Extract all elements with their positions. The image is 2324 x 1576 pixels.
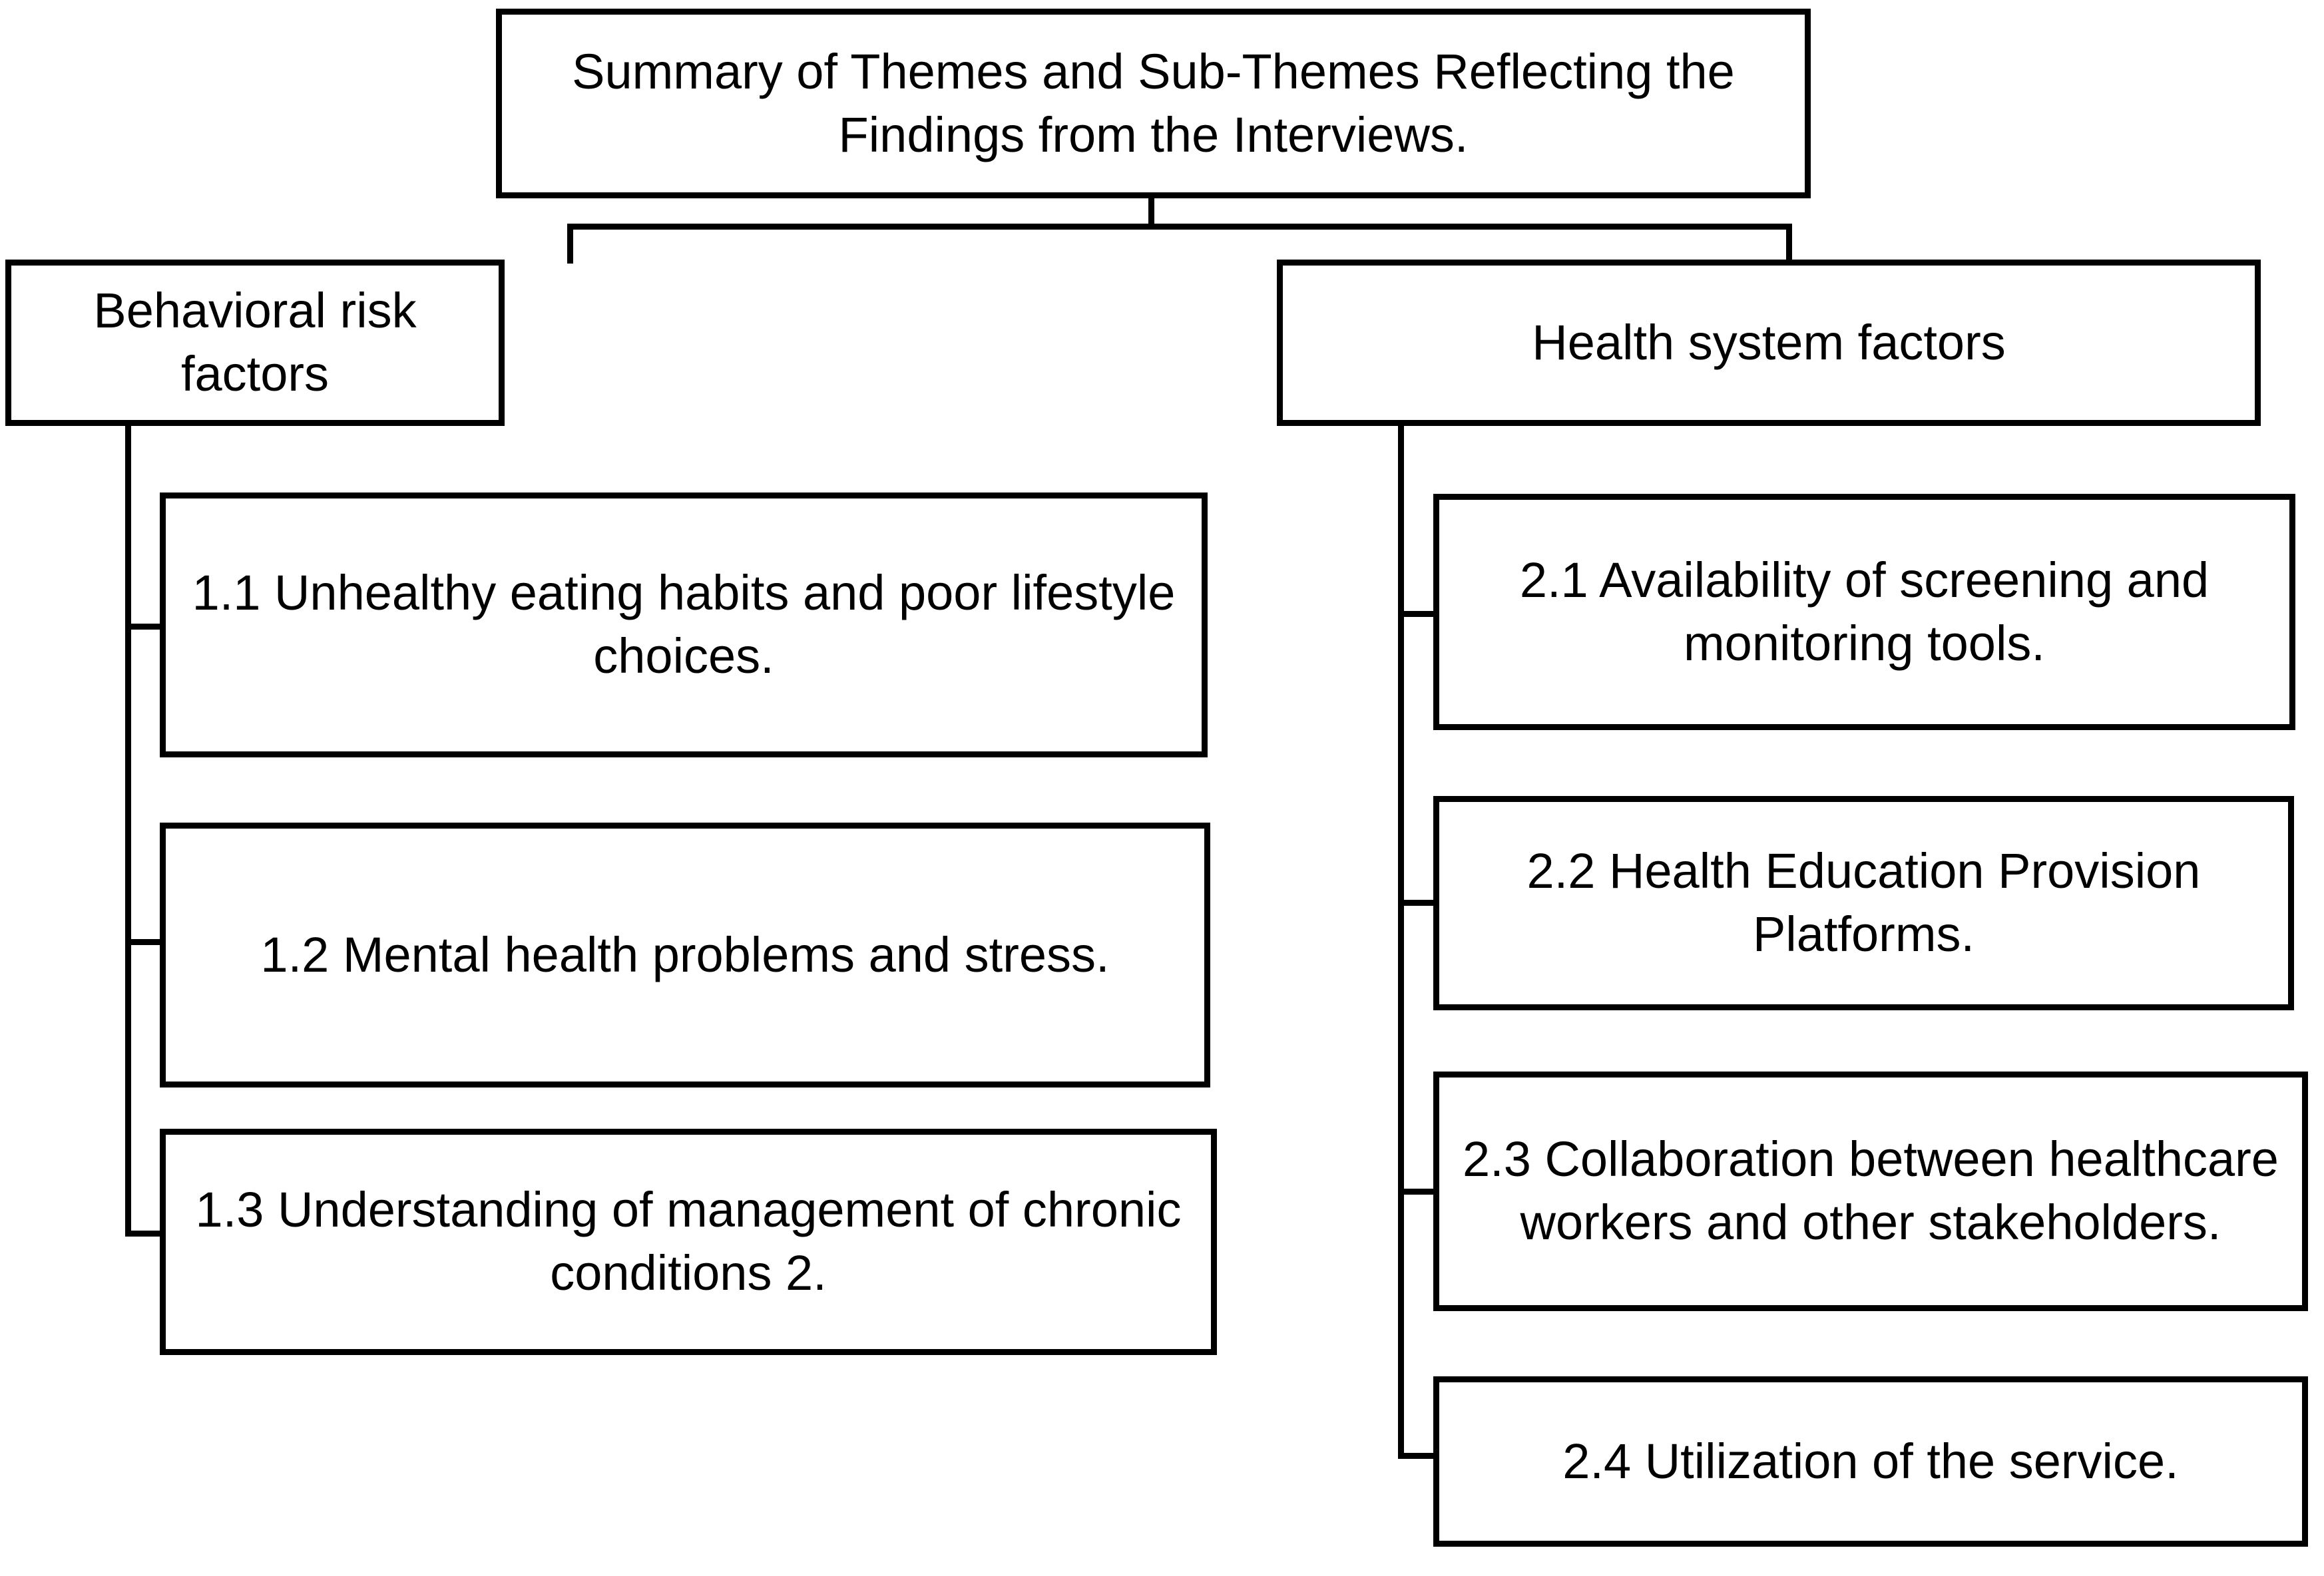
- subtheme-node-2-1[interactable]: 2.1 Availability of screening and monito…: [1433, 494, 2295, 730]
- connector-theme-2-to-sub-2-1: [1398, 611, 1438, 617]
- connector-theme-2-to-sub-2-2: [1398, 900, 1438, 906]
- theme-node-behavioral-risk-factors[interactable]: Behavioral risk factors: [5, 260, 505, 426]
- connector-theme-2-to-sub-2-3: [1398, 1189, 1438, 1195]
- connector-root-to-theme-1: [567, 224, 573, 264]
- theme-node-label: Health system factors: [1532, 314, 2006, 370]
- connector-root-bus: [567, 224, 1792, 230]
- subtheme-node-label: 2.3 Collaboration between healthcare wor…: [1463, 1131, 2279, 1250]
- connector-theme-1-to-sub-1-1: [125, 624, 165, 630]
- connector-theme-2-to-sub-2-4: [1398, 1453, 1438, 1459]
- subtheme-node-1-3[interactable]: 1.3 Understanding of management of chron…: [160, 1129, 1217, 1355]
- subtheme-node-1-1[interactable]: 1.1 Unhealthy eating habits and poor lif…: [160, 492, 1208, 757]
- subtheme-node-label: 2.4 Utilization of the service.: [1562, 1433, 2179, 1489]
- root-node-label: Summary of Themes and Sub-Themes Reflect…: [572, 43, 1735, 162]
- subtheme-node-2-4[interactable]: 2.4 Utilization of the service.: [1433, 1376, 2308, 1547]
- subtheme-node-1-2[interactable]: 1.2 Mental health problems and stress.: [160, 823, 1210, 1087]
- root-node-summary[interactable]: Summary of Themes and Sub-Themes Reflect…: [496, 9, 1811, 198]
- subtheme-node-label: 2.1 Availability of screening and monito…: [1519, 552, 2209, 671]
- connector-root-to-theme-2: [1786, 224, 1792, 264]
- subtheme-node-2-3[interactable]: 2.3 Collaboration between healthcare wor…: [1433, 1072, 2308, 1311]
- connector-theme-1-to-sub-1-2: [125, 939, 165, 945]
- subtheme-node-2-2[interactable]: 2.2 Health Education Provision Platforms…: [1433, 796, 2294, 1010]
- connector-theme-1-to-sub-1-3: [125, 1231, 165, 1237]
- subtheme-node-label: 1.3 Understanding of management of chron…: [195, 1182, 1182, 1300]
- subtheme-node-label: 1.2 Mental health problems and stress.: [260, 926, 1110, 982]
- theme-node-health-system-factors[interactable]: Health system factors: [1277, 260, 2261, 426]
- subtheme-node-label: 1.1 Unhealthy eating habits and poor lif…: [192, 565, 1176, 684]
- connector-root-stem: [1148, 195, 1154, 228]
- connector-theme-1-spine: [125, 423, 131, 1237]
- subtheme-node-label: 2.2 Health Education Provision Platforms…: [1526, 843, 2201, 962]
- theme-node-label: Behavioral risk factors: [93, 283, 417, 401]
- connector-theme-2-spine: [1398, 423, 1404, 1459]
